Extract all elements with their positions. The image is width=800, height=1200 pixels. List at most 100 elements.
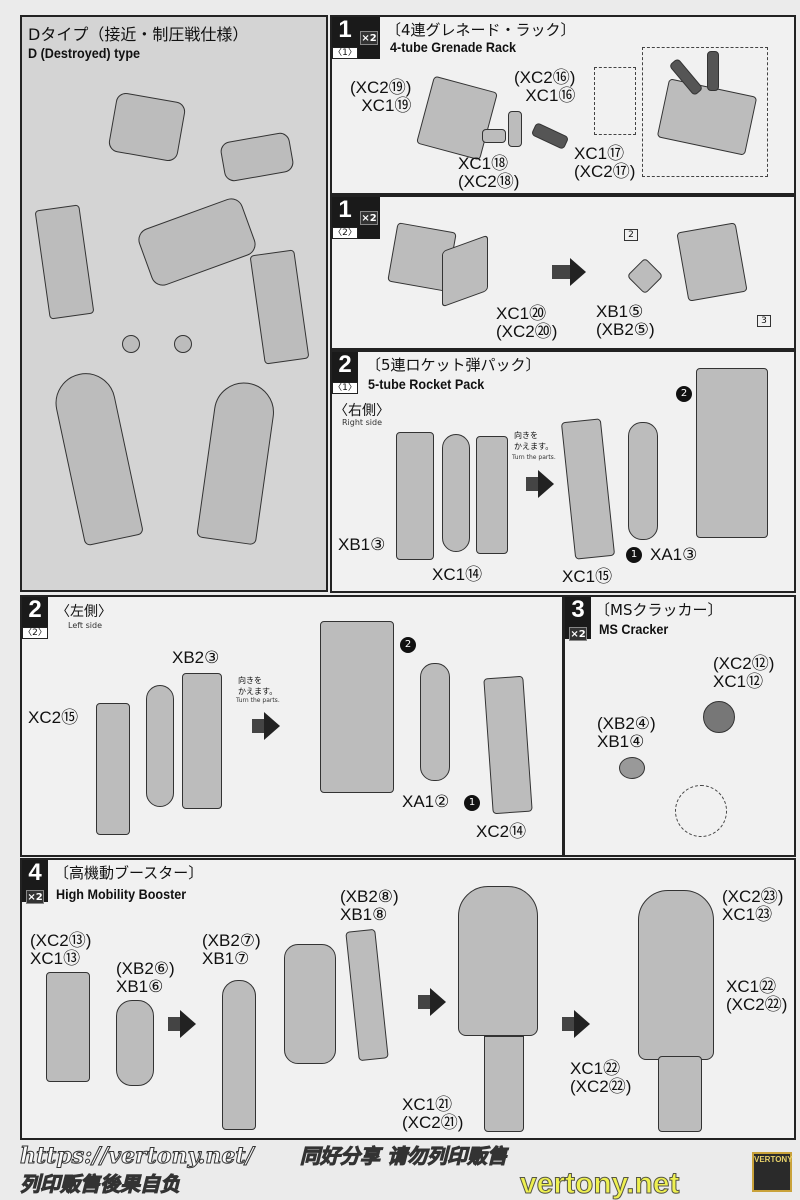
booster-assembled <box>458 886 538 1036</box>
step-arrow-icon <box>538 470 554 498</box>
part-label: (XB2⑧) XB1⑧ <box>340 887 399 924</box>
step4-panel: 4 ×2 〔高機動ブースター〕 High Mobility Booster (X… <box>20 858 796 1140</box>
step-title-jp: 〔高機動ブースター〕 <box>54 864 204 882</box>
step3-panel: 3 ×2 〔MSクラッカー〕 MS Cracker (XC2⑫) XC1⑫ (X… <box>563 595 796 857</box>
step1-2-panel: 1 〈2〉 ×2 XC1⑳ (XC2⑳) 2 XB1⑤ (XB2⑤) 3 <box>330 195 796 350</box>
callout-2: 2 <box>624 229 638 241</box>
part-label: (XB2⑥) XB1⑥ <box>116 959 175 996</box>
multiplier-badge: ×2 <box>569 627 587 641</box>
step-title-en: 4-tube Grenade Rack <box>390 39 517 55</box>
ring-part <box>619 757 645 779</box>
watermark-cn2: 列印贩售後果自负 <box>20 1172 181 1197</box>
part-label: XC1⑮ <box>562 567 613 586</box>
turn-note-jp: 向きを かえます。 <box>514 431 554 451</box>
part-label: XA1③ <box>650 545 698 564</box>
step-number: 1 <box>332 197 358 227</box>
part-label: XC1㉒ (XC2㉒) <box>570 1059 632 1096</box>
step-title-jp: 〔MSクラッカー〕 <box>595 601 723 619</box>
part-label: (XC2㉓) XC1㉓ <box>722 887 784 924</box>
tube-part <box>482 129 506 143</box>
arrow-bar <box>562 1017 574 1031</box>
multiplier-badge: ×2 <box>360 31 378 45</box>
callout-3: 3 <box>757 315 771 327</box>
order-1: 1 <box>626 547 642 563</box>
rocket-frame <box>696 368 768 538</box>
part-label: XC2⑭ <box>476 822 527 841</box>
cannon-part <box>135 194 259 290</box>
arrow-bar <box>552 265 570 279</box>
booster-blade <box>484 1036 524 1132</box>
part-label: XB2③ <box>172 648 220 667</box>
ms-cracker-part <box>122 335 140 353</box>
result-inset <box>642 47 768 177</box>
part-label: (XB2④) XB1④ <box>597 714 656 751</box>
step-sub: 〈1〉 <box>332 382 358 394</box>
part-label: XC1⑱ (XC2⑱) <box>458 154 520 191</box>
grenade-rack-part <box>219 131 295 183</box>
part-label: (XC2⑬) XC1⑬ <box>30 931 92 968</box>
part-label: XB1③ <box>338 535 386 554</box>
step2-2-panel: 2 〈2〉 〈左側〉 Left side XB2③ XC2⑮ 向きを かえます。… <box>20 595 564 857</box>
part-label: XC2⑮ <box>28 708 79 727</box>
step-title-jp: 〔5連ロケット弾パック〕 <box>366 356 541 374</box>
booster-blade <box>658 1056 702 1132</box>
step-arrow-icon <box>430 988 446 1016</box>
step-title-en: MS Cracker <box>599 621 669 637</box>
grenade-rack-part <box>107 91 187 163</box>
vertony-logo: VERTONY <box>752 1152 793 1192</box>
part-label: XC1⑭ <box>432 565 483 584</box>
step-arrow-icon <box>574 1010 590 1038</box>
watermark-cn: 同好分享 请勿列印贩售 <box>300 1144 508 1169</box>
d-type-title-en: D (Destroyed) type <box>28 45 141 61</box>
rack-part <box>416 75 498 161</box>
d-type-title-jp: Dタイプ（接近・制圧戦仕様） <box>28 25 249 44</box>
step-sub: 〈2〉 <box>22 627 48 639</box>
step-sub: 〈1〉 <box>332 47 358 59</box>
step-number: 1 <box>332 17 358 47</box>
turn-note-jp: 向きを かえます。 <box>238 676 278 696</box>
booster-inner <box>46 972 90 1082</box>
step-number: 2 <box>332 352 358 382</box>
booster-side <box>345 928 389 1062</box>
order-2: 2 <box>400 637 416 653</box>
part-label: XA1② <box>402 792 450 811</box>
step-title-jp: 〔4連グレネード・ラック〕 <box>386 21 576 39</box>
rocket-cover <box>560 418 616 560</box>
tube-part <box>508 111 522 147</box>
part-label: (XB2⑦) XB1⑦ <box>202 931 261 968</box>
booster-part <box>49 367 145 547</box>
booster-complete <box>638 890 714 1060</box>
step2-1-panel: 2 〈1〉 〔5連ロケット弾パック〕 5-tube Rocket Pack 〈右… <box>330 350 796 593</box>
part-label: XC1㉒ (XC2㉒) <box>726 977 788 1014</box>
turn-note-en: Turn the parts. <box>236 697 280 704</box>
rocket-tubes <box>442 434 470 552</box>
rocket-pack-part <box>34 204 95 320</box>
step-number: 4 <box>22 860 48 890</box>
arrow-bar <box>168 1017 180 1031</box>
step-title-en: High Mobility Booster <box>56 886 187 902</box>
rocket-cover <box>476 436 508 554</box>
detail-inset <box>675 785 727 837</box>
step-number: 2 <box>22 597 48 627</box>
step-arrow-icon <box>570 258 586 286</box>
order-2: 2 <box>676 386 692 402</box>
ms-cracker-part <box>174 335 192 353</box>
side-label-jp: 〈左側〉 <box>56 604 112 620</box>
rocket-tubes <box>146 685 174 807</box>
rocket-frame <box>182 673 222 809</box>
assembled-part <box>676 222 748 302</box>
rocket-frame <box>396 432 434 560</box>
arrow-bar <box>418 995 430 1009</box>
turn-note-en: Turn the parts. <box>512 454 556 461</box>
rocket-cover <box>483 675 533 815</box>
step-number: 3 <box>565 597 591 627</box>
step-sub: 〈2〉 <box>332 227 358 239</box>
watermark-url: https://vertony.net/ <box>20 1143 255 1169</box>
side-label-en: Right side <box>342 418 382 427</box>
part-label: XC1⑰ (XC2⑰) <box>574 144 636 181</box>
rocket-cover <box>96 703 130 835</box>
d-type-panel: Dタイプ（接近・制圧戦仕様） D (Destroyed) type <box>20 15 328 592</box>
side-label-jp: 〈右側〉 <box>334 403 390 419</box>
tube-part <box>707 51 719 91</box>
rocket-pack-part <box>249 249 310 365</box>
